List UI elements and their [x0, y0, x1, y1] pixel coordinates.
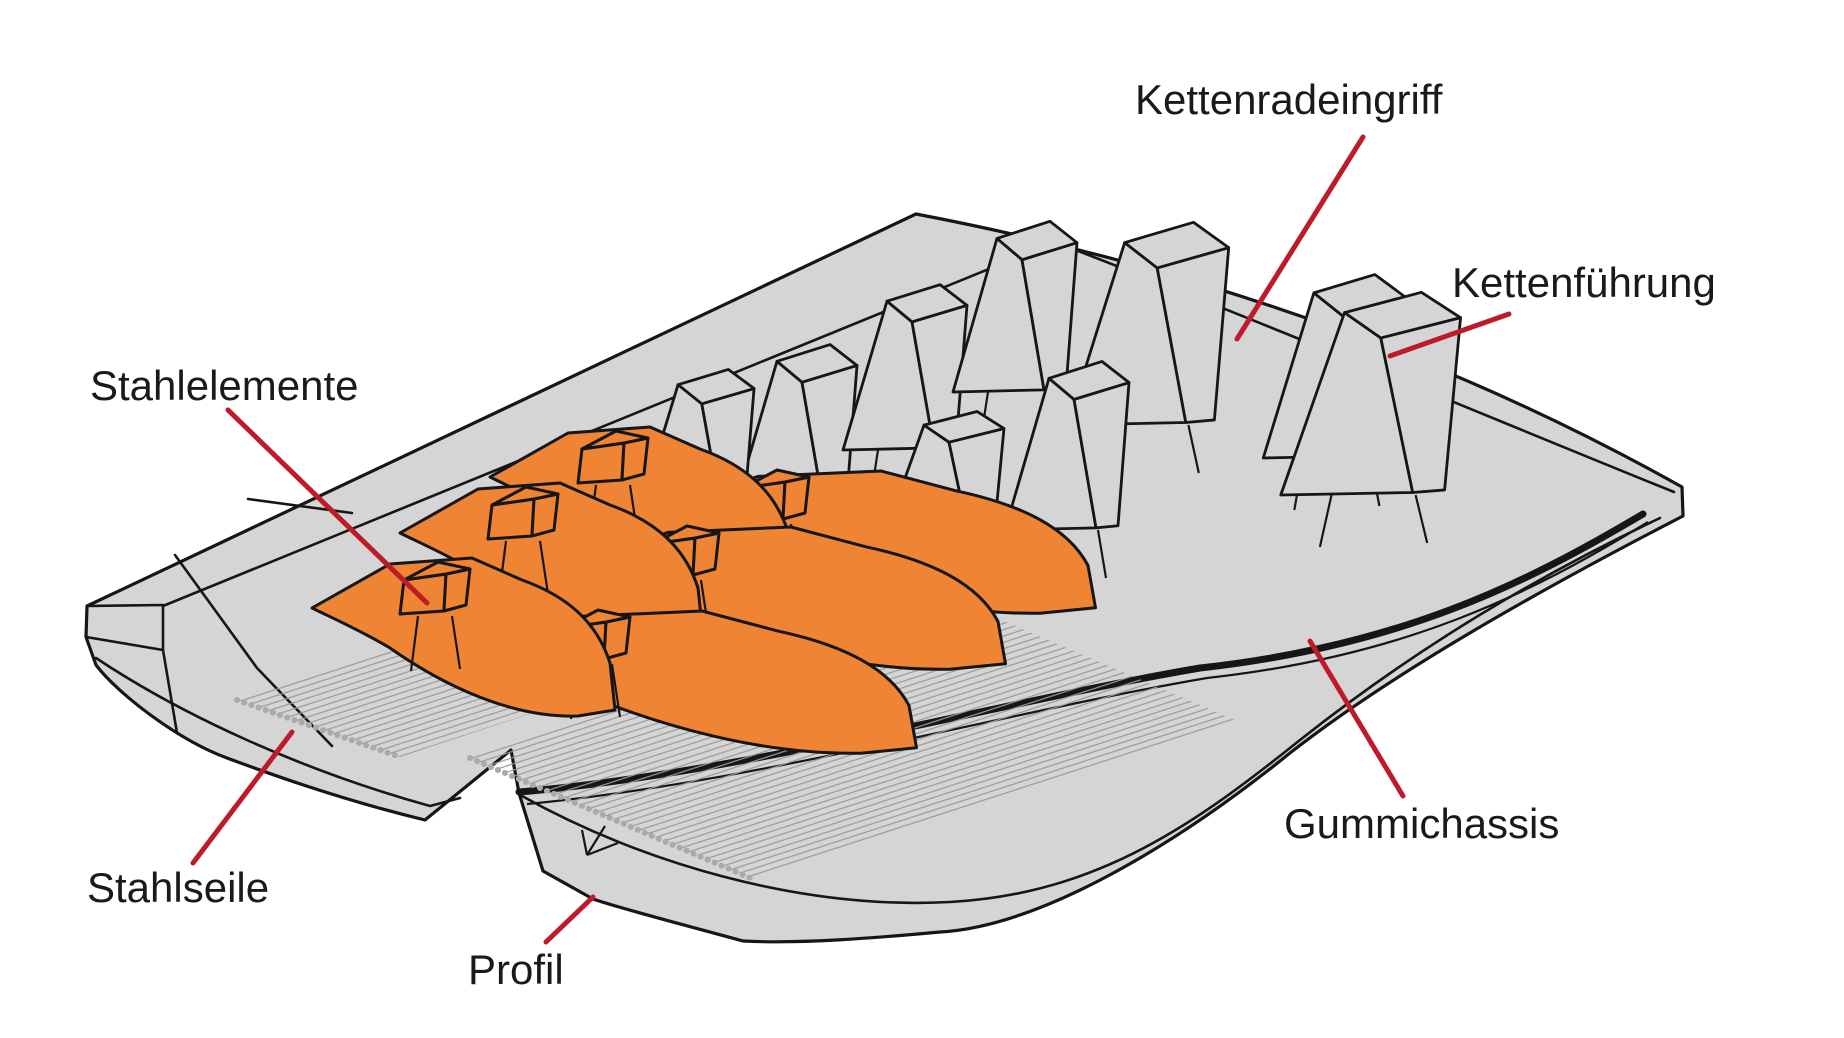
- main-tread-top-edge: [520, 516, 1662, 905]
- steel-lug-side-face: [691, 531, 721, 577]
- steel-element-wing: [310, 556, 617, 718]
- leader-profil: [543, 894, 596, 945]
- steel-lug-side-face: [620, 436, 650, 482]
- leader-lines: [190, 134, 1512, 945]
- left-end-cut-line: [161, 648, 179, 735]
- steel-lug-side-face: [442, 567, 472, 613]
- guide-lug-top-face: [676, 368, 756, 406]
- steel-lug-side-face: [781, 475, 811, 521]
- steel-lug-top-face: [490, 485, 560, 507]
- guide-lug-top-face: [1343, 290, 1462, 340]
- guide-lug-top-face: [885, 283, 969, 324]
- leader-stahlseile: [190, 729, 295, 866]
- label-stahlelemente: Stahlelemente: [90, 362, 359, 409]
- label-kettenfuehrung: Kettenführung: [1452, 259, 1716, 306]
- leader-gummichassis: [1307, 638, 1406, 799]
- cable-ends-middle: [467, 755, 758, 883]
- steel-lug-top-face: [402, 560, 472, 582]
- leader-kettenfuehrung: [1387, 311, 1512, 359]
- steel-lug-leg-lines: [409, 615, 462, 672]
- label-gummichassis: Gummichassis: [1284, 800, 1559, 847]
- label-kettenradeingriff: Kettenradeingriff: [1135, 76, 1443, 123]
- guide-lug-top-face: [922, 410, 1006, 444]
- leader-stahlelemente: [225, 407, 430, 606]
- cable-ends-left: [234, 697, 403, 760]
- left-tread-top-edge: [94, 656, 462, 808]
- guide-lug-top-face: [1047, 360, 1131, 401]
- guide-lug-top-face: [1123, 220, 1231, 270]
- label-profil: Profil: [468, 946, 564, 993]
- tread-profile-mark: [580, 825, 619, 857]
- guide-lug-top-face: [775, 343, 859, 384]
- labels: Kettenradeingriff Kettenführung Stahlele…: [87, 76, 1716, 993]
- lug-base-flare: [1318, 494, 1429, 548]
- label-stahlseile: Stahlseile: [87, 864, 269, 911]
- guide-lug-top-face: [995, 219, 1079, 262]
- leader-kettenradeingriff: [1234, 134, 1366, 342]
- steel-lug-side-face: [530, 492, 560, 538]
- steel-elements-group: [310, 425, 1097, 755]
- steel-lug-side-face: [602, 615, 632, 661]
- steel-lug-top-face: [580, 429, 650, 451]
